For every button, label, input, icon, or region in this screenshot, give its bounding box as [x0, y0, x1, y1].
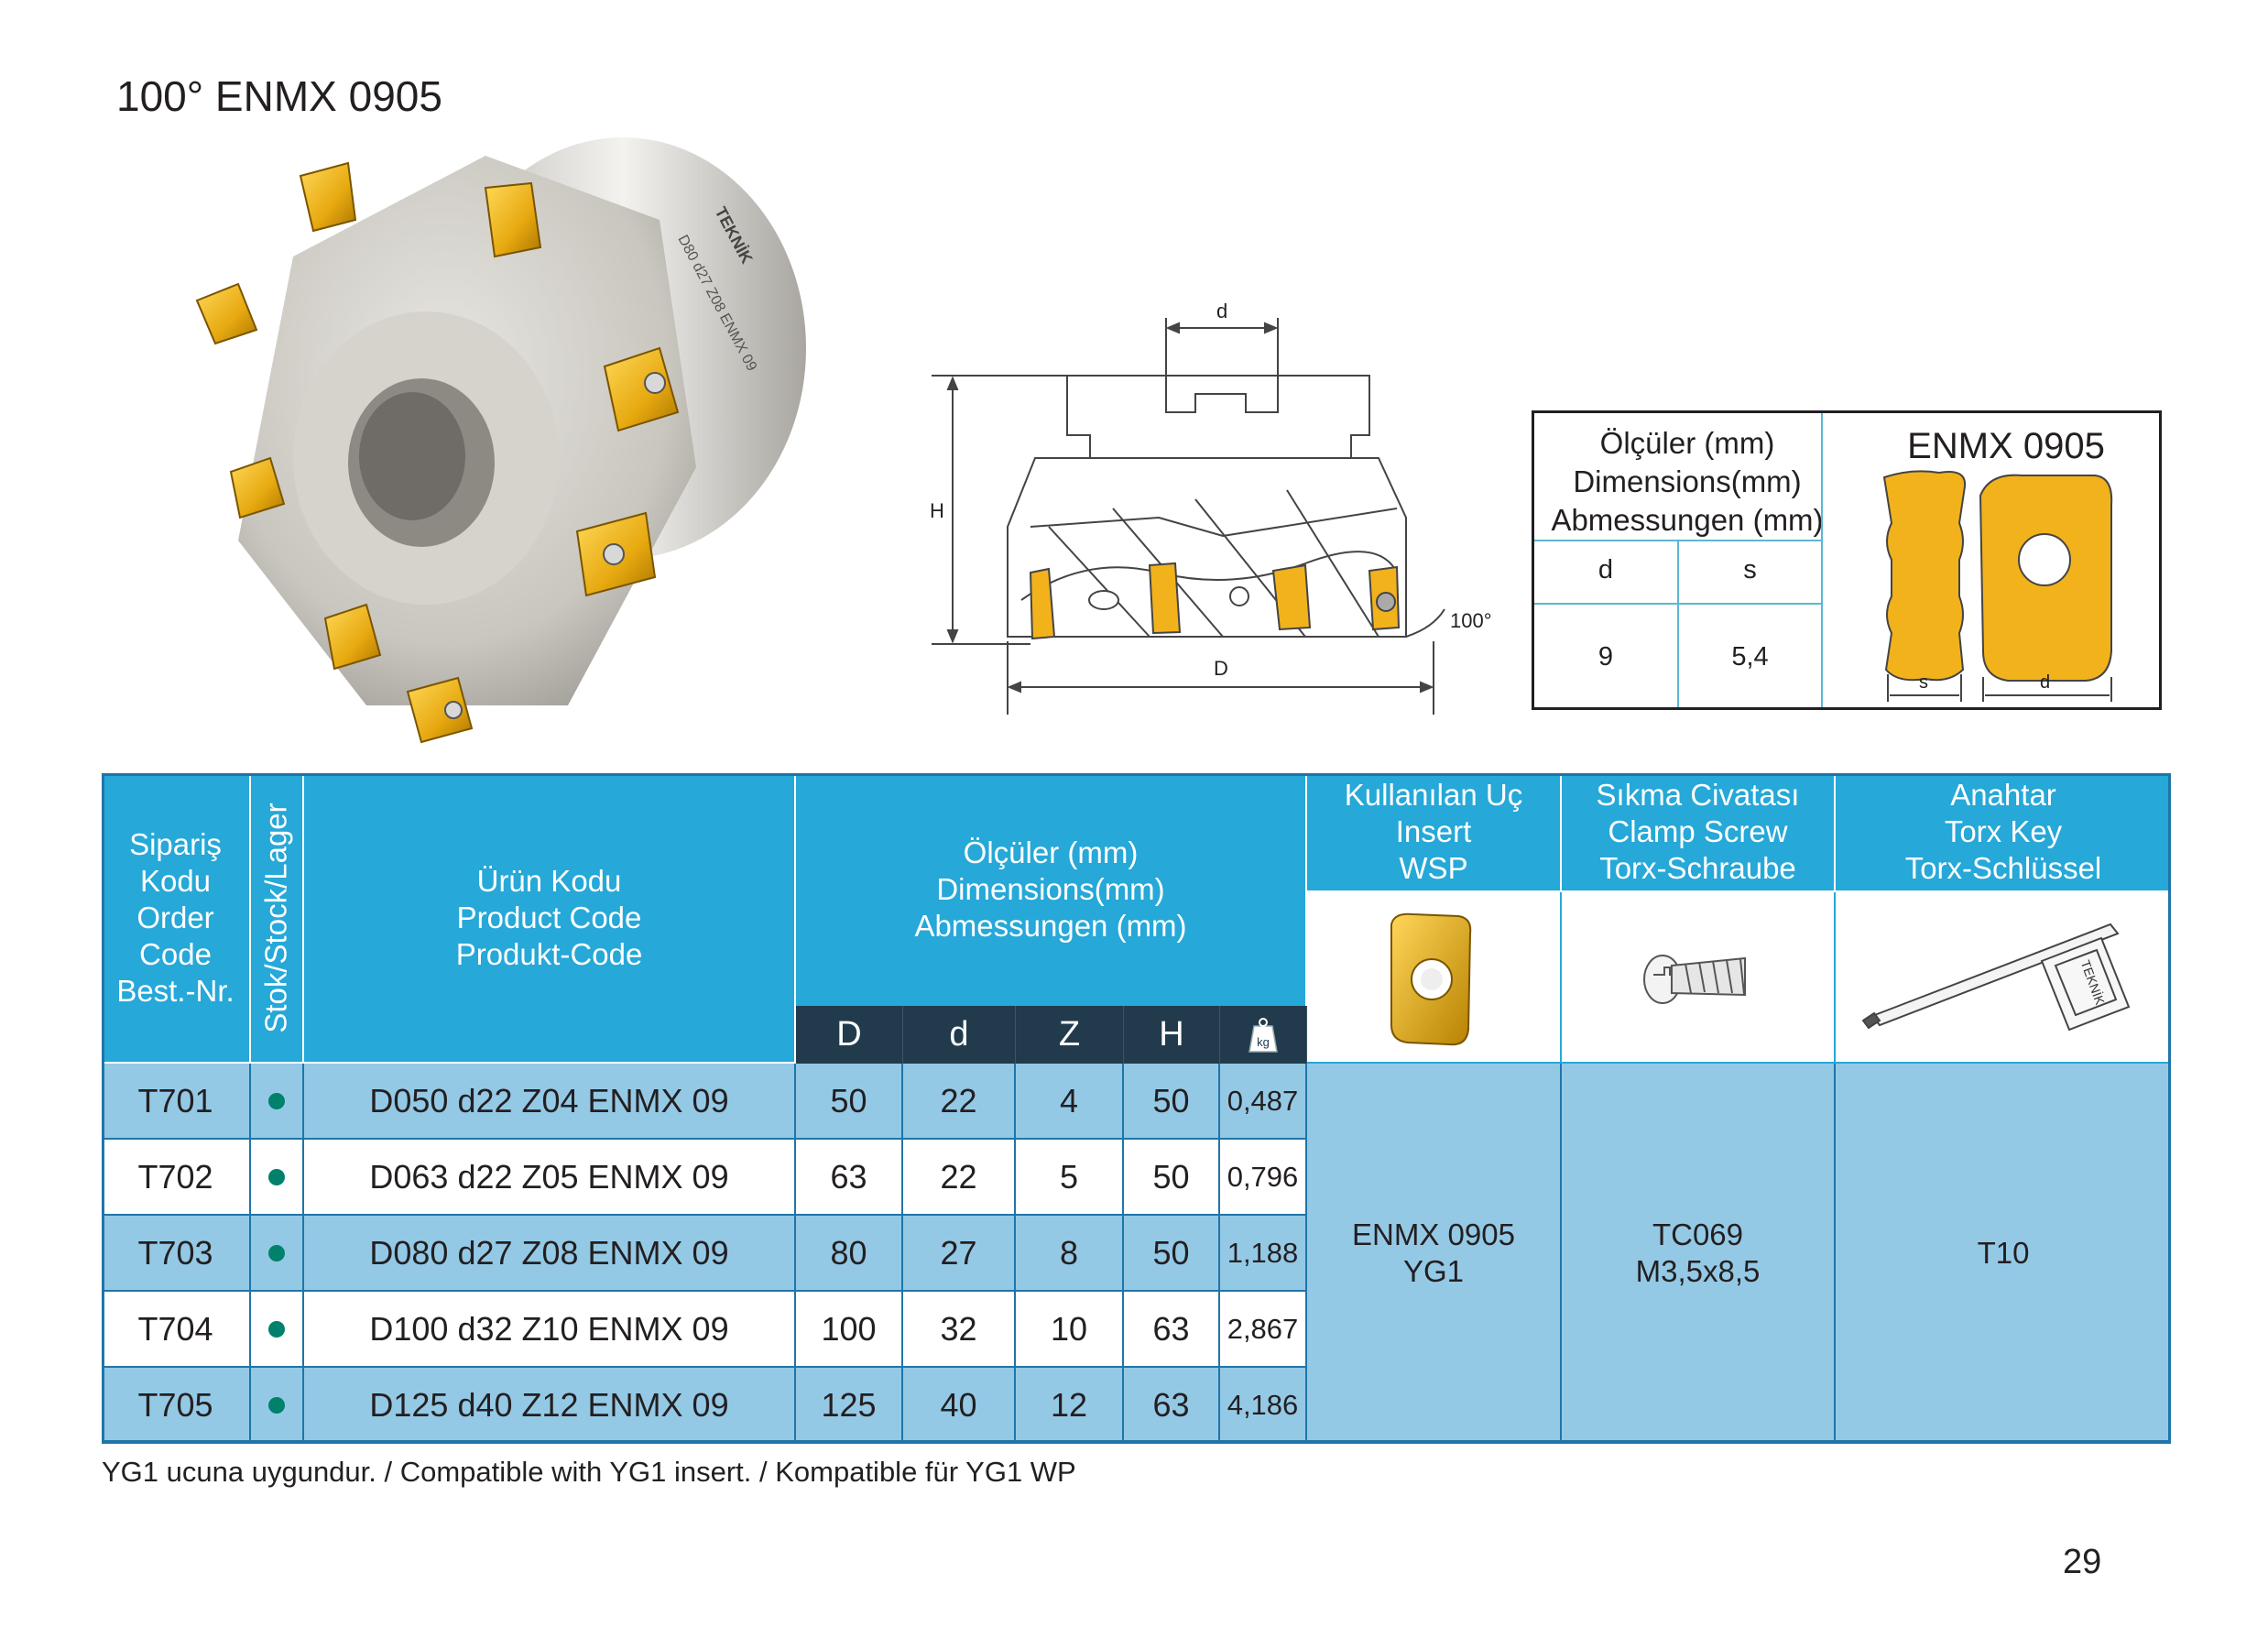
header-stock: Stok/Stock/Lager	[251, 773, 304, 1064]
page-title: 100° ENMX 0905	[116, 72, 442, 120]
cell-weight: 2,867	[1220, 1292, 1307, 1368]
insert-dimensions-box: Ölçüler (mm) Dimensions(mm) Abmessungen …	[1532, 410, 2162, 710]
subheader-weight: kg	[1220, 1006, 1307, 1064]
dim-header-s: s	[1743, 555, 1757, 584]
specification-table: Sipariş Kodu Order Code Best.-Nr. Stok/S…	[102, 773, 2171, 1444]
cell-D: 50	[796, 1064, 903, 1140]
subheader-d: d	[903, 1006, 1016, 1064]
insert-image-cell	[1307, 892, 1562, 1064]
insert-name: ENMX 0905	[1907, 426, 2105, 466]
order-code-cell: T705	[102, 1368, 251, 1444]
in-stock-dot-icon	[268, 1396, 285, 1414]
order-code-cell: T704	[102, 1292, 251, 1368]
page-number: 29	[2063, 1543, 2102, 1581]
header-torx-key: Anahtar Torx Key Torx-Schlüssel	[1836, 773, 2171, 892]
header-order-code: Sipariş Kodu Order Code Best.-Nr.	[102, 773, 251, 1064]
table-row: T703 D080 d27 Z08 ENMX 09 80 27 8 50 1,1…	[102, 1216, 1307, 1292]
torx-key-value-cell: T10	[1836, 1064, 2171, 1444]
stock-cell	[251, 1368, 304, 1444]
product-code-cell: D080 d27 Z08 ENMX 09	[304, 1216, 796, 1292]
cell-D: 80	[796, 1216, 903, 1292]
cell-weight: 0,796	[1220, 1140, 1307, 1216]
drawing-label-H: H	[930, 499, 944, 522]
cell-H: 63	[1124, 1292, 1220, 1368]
stock-cell	[251, 1064, 304, 1140]
cell-H: 63	[1124, 1368, 1220, 1444]
technical-drawing: d H 100° D	[930, 300, 1492, 715]
cell-H: 50	[1124, 1140, 1220, 1216]
cell-d: 22	[903, 1064, 1016, 1140]
order-code-cell: T701	[102, 1064, 251, 1140]
clamp-screw-value-cell: TC069 M3,5x8,5	[1562, 1064, 1836, 1444]
insert-label-d: d	[2040, 672, 2050, 693]
insert-drawing: s d	[1882, 470, 2113, 702]
footnote: YG1 ucuna uygundur. / Compatible with YG…	[102, 1456, 1076, 1488]
stock-cell	[251, 1216, 304, 1292]
product-code-cell: D125 d40 Z12 ENMX 09	[304, 1368, 796, 1444]
header-clamp-screw: Sıkma Civatası Clamp Screw Torx-Schraube	[1562, 773, 1836, 892]
cell-H: 50	[1124, 1064, 1220, 1140]
dim-header-d: d	[1597, 555, 1614, 584]
insert-dims-title: Ölçüler (mm) Dimensions(mm) Abmessungen …	[1551, 426, 1824, 537]
cell-d: 32	[903, 1292, 1016, 1368]
milling-cutter-image: D80 d27 Z08 ENMX 09 TEKNİK	[195, 137, 806, 744]
subheader-Z: Z	[1016, 1006, 1124, 1064]
cell-weight: 0,487	[1220, 1064, 1307, 1140]
weight-icon: kg	[1248, 1017, 1278, 1053]
product-code-cell: D050 d22 Z04 ENMX 09	[304, 1064, 796, 1140]
dim-value-s: 5,4	[1731, 642, 1769, 672]
drawing-label-D: D	[1214, 657, 1228, 680]
table-row: T705 D125 d40 Z12 ENMX 09 125 40 12 63 4…	[102, 1368, 1307, 1444]
cell-d: 27	[903, 1216, 1016, 1292]
stock-cell	[251, 1292, 304, 1368]
order-code-cell: T703	[102, 1216, 251, 1292]
drawing-label-angle: 100°	[1450, 609, 1492, 632]
cell-d: 22	[903, 1140, 1016, 1216]
cell-Z: 12	[1016, 1368, 1124, 1444]
product-code-cell: D063 d22 Z05 ENMX 09	[304, 1140, 796, 1216]
torx-key-icon: TEKNİK	[1861, 923, 2131, 1032]
header-product-code: Ürün Kodu Product Code Produkt-Code	[304, 773, 796, 1064]
product-code-cell: D100 d32 Z10 ENMX 09	[304, 1292, 796, 1368]
cell-Z: 4	[1016, 1064, 1124, 1140]
cell-Z: 8	[1016, 1216, 1124, 1292]
cell-Z: 5	[1016, 1140, 1124, 1216]
subheader-D: D	[796, 1006, 903, 1064]
cell-D: 63	[796, 1140, 903, 1216]
stock-cell	[251, 1140, 304, 1216]
order-code-cell: T702	[102, 1140, 251, 1216]
insert-label-s: s	[1919, 672, 1928, 693]
subheader-H: H	[1124, 1006, 1220, 1064]
table-row: T701 D050 d22 Z04 ENMX 09 50 22 4 50 0,4…	[102, 1064, 1307, 1140]
cell-D: 125	[796, 1368, 903, 1444]
clamp-screw-image-cell	[1562, 892, 1836, 1064]
cell-Z: 10	[1016, 1292, 1124, 1368]
in-stock-dot-icon	[268, 1244, 285, 1261]
in-stock-dot-icon	[268, 1168, 285, 1185]
table-row: T704 D100 d32 Z10 ENMX 09 100 32 10 63 2…	[102, 1292, 1307, 1368]
insert-icon	[1390, 912, 1472, 1046]
table-row: T702 D063 d22 Z05 ENMX 09 63 22 5 50 0,7…	[102, 1140, 1307, 1216]
drawing-label-d: d	[1216, 300, 1227, 322]
cell-weight: 1,188	[1220, 1216, 1307, 1292]
cell-weight: 4,186	[1220, 1368, 1307, 1444]
dim-value-d: 9	[1597, 642, 1614, 672]
clamp-screw-icon	[1643, 955, 1746, 1004]
cell-D: 100	[796, 1292, 903, 1368]
in-stock-dot-icon	[268, 1092, 285, 1109]
cell-H: 50	[1124, 1216, 1220, 1292]
header-dimensions: Ölçüler (mm) Dimensions(mm) Abmessungen …	[796, 773, 1307, 1006]
in-stock-dot-icon	[268, 1320, 285, 1338]
insert-value-cell: ENMX 0905 YG1	[1307, 1064, 1562, 1444]
header-insert: Kullanılan Uç Insert WSP	[1307, 773, 1562, 892]
svg-text:kg: kg	[1257, 1035, 1270, 1049]
torx-key-image-cell: TEKNİK	[1836, 892, 2171, 1064]
cell-d: 40	[903, 1368, 1016, 1444]
